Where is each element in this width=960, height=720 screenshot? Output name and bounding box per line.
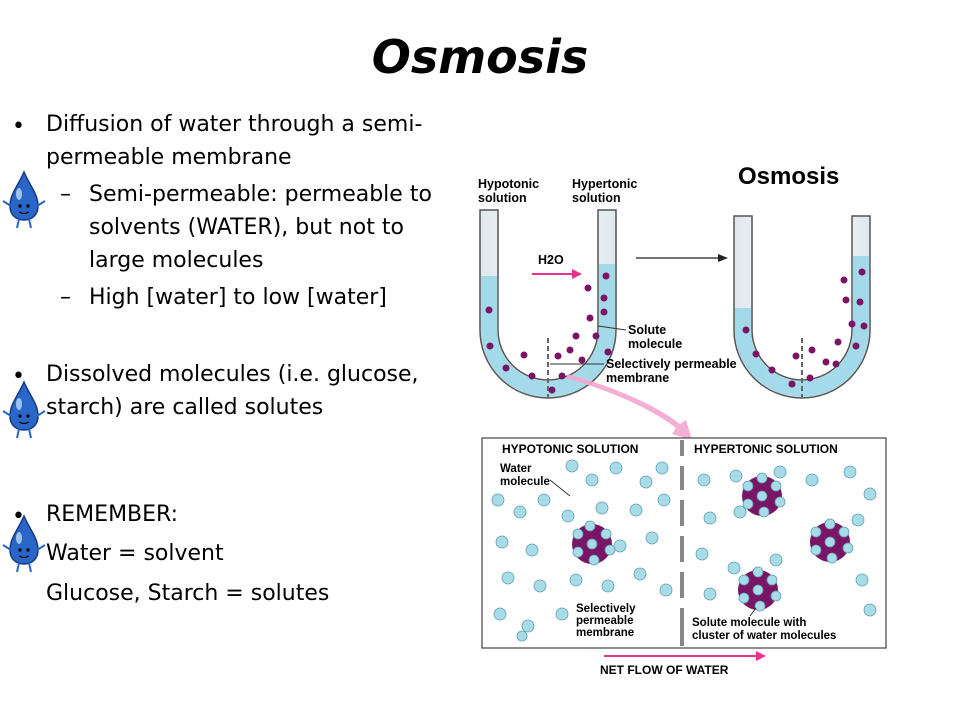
bullet-marker: • [12, 504, 25, 529]
u-tube-after [733, 215, 871, 399]
panel-membrane [680, 440, 684, 646]
diagram-heading: Osmosis [738, 163, 839, 190]
h2o-label: H2O [538, 253, 564, 267]
solute-cluster [572, 520, 616, 566]
h2o-arrow-head [572, 269, 582, 279]
u-tube-before [479, 209, 617, 399]
panel-right-title: HYPERTONIC SOLUTION [694, 442, 838, 456]
water-molecules [491, 459, 877, 642]
water-drop-icon [2, 170, 46, 229]
solute-cluster [810, 518, 854, 564]
membrane-dashes [679, 456, 685, 608]
solute-dots [742, 268, 868, 388]
solute-cluster [742, 472, 786, 518]
remember-line-2: Glucose, Starch = solutes [46, 581, 330, 606]
sub-bullet-marker: – [60, 285, 71, 310]
water-drop-icon [2, 380, 46, 439]
bullet-marker: • [12, 114, 25, 139]
solute-dots [485, 272, 612, 394]
solute-cluster [738, 566, 782, 612]
water-molecule-pointer [549, 479, 571, 497]
slide-title: Osmosis [371, 30, 589, 84]
net-flow-label: NET FLOW OF WATER [600, 663, 729, 677]
sub-bullet-2-text: High [water] to low [water] [89, 285, 387, 310]
zoom-arrow [566, 374, 692, 440]
transition-arrow-head [718, 254, 728, 262]
bullet-2-text: Dissolved molecules (i.e. glucose, starc… [46, 362, 419, 420]
solute-pointer [597, 325, 627, 331]
sub-bullet-marker: – [60, 182, 71, 207]
cluster-pointer [749, 607, 757, 617]
bullet-3-text: REMEMBER: [46, 502, 179, 527]
net-flow-arrow-head [756, 651, 766, 661]
water-drop-icon [2, 514, 46, 573]
panel-left-title: HYPOTONIC SOLUTION [502, 442, 638, 456]
sub-bullet-1-text: Semi-permeable: permeable to solvents (W… [89, 182, 432, 273]
bullet-1-text: Diffusion of water through a semi-permea… [46, 112, 423, 170]
remember-line-1: Water = solvent [46, 541, 224, 566]
bullet-marker: • [12, 364, 25, 389]
